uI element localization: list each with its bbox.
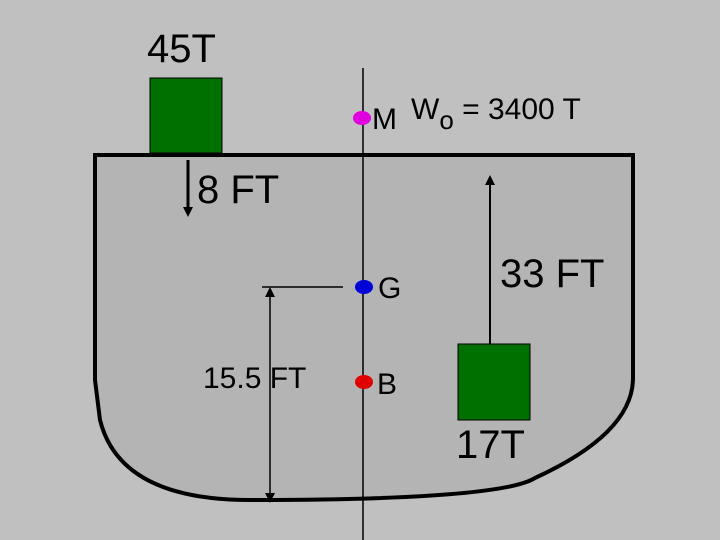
point-b [355, 375, 373, 389]
keel-to-g-label: 15.5 FT [203, 362, 307, 395]
metacenter-label: M [372, 103, 397, 136]
shift-down-label: 8 FT [197, 168, 280, 212]
load-label-bottom: 17T [456, 423, 525, 467]
displacement-label: Wo = 3400 T [411, 93, 581, 134]
weight-block-17t [457, 343, 531, 421]
displacement-symbol: W [411, 93, 440, 126]
weight-block-45t [149, 77, 223, 154]
point-m [353, 111, 371, 125]
ship-hull [93, 153, 635, 503]
point-g [355, 280, 373, 294]
load-label-top: 45T [147, 27, 216, 71]
center-of-buoyancy-label: B [377, 368, 398, 401]
displacement-subscript: o [439, 105, 454, 135]
shift-up-label: 33 FT [500, 252, 605, 296]
displacement-value: = 3400 T [462, 93, 581, 126]
center-of-gravity-label: G [378, 272, 402, 305]
